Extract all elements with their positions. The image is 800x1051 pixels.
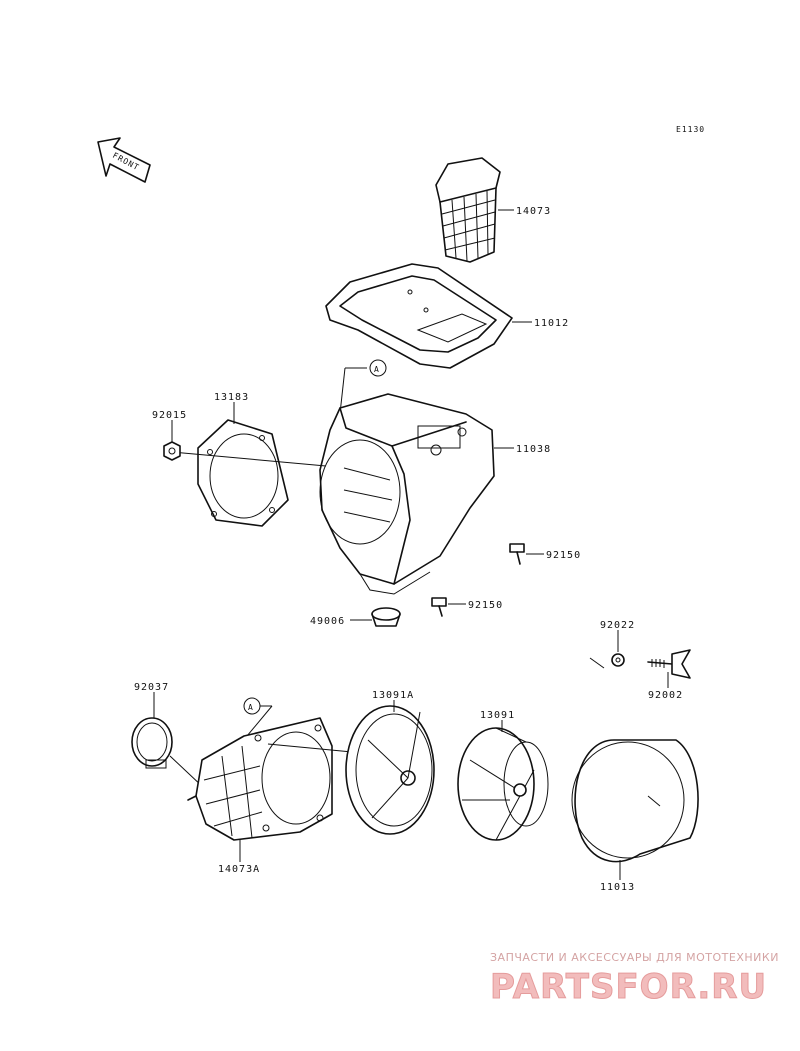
part-14073A[interactable] (187, 717, 333, 841)
label-92022: 92022 (600, 620, 635, 631)
svg-text:A: A (248, 703, 254, 712)
label-11038: 11038 (516, 444, 551, 455)
label-11012: 11012 (534, 318, 569, 329)
label-14073A: 14073A (218, 864, 260, 875)
label-11013: 11013 (600, 882, 635, 893)
part-11013[interactable] (571, 739, 699, 863)
label-13091: 13091 (480, 710, 515, 721)
part-49006[interactable] (371, 607, 401, 627)
watermark-tagline: ЗАПЧАСТИ И АКСЕССУАРЫ ДЛЯ МОТОТЕХНИКИ (490, 951, 779, 964)
part-92022[interactable] (611, 653, 625, 667)
diagram-code: E1130 (676, 125, 705, 134)
part-92037[interactable] (131, 717, 173, 769)
label-14073: 14073 (516, 206, 551, 217)
watermark-brand: PARTSFOR.RU (490, 967, 767, 1007)
label-92150-right: 92150 (546, 550, 581, 561)
part-13091[interactable] (457, 727, 549, 841)
part-92015[interactable] (163, 441, 181, 461)
part-14073[interactable] (435, 157, 501, 263)
callout-a-lower: A (243, 697, 261, 715)
label-49006: 49006 (310, 616, 345, 627)
part-13183[interactable] (197, 419, 289, 527)
partsfor-watermark: ЗАПЧАСТИ И АКСЕССУАРЫ ДЛЯ МОТОТЕХНИКИ PA… (490, 951, 779, 1008)
front-arrow-icon: FRONT (97, 137, 151, 183)
svg-text:A: A (374, 365, 380, 374)
label-92015: 92015 (152, 410, 187, 421)
part-11012[interactable] (325, 263, 513, 369)
callout-a-upper: A (369, 359, 387, 377)
label-13183: 13183 (214, 392, 249, 403)
label-92150-mid: 92150 (468, 600, 503, 611)
label-92037: 92037 (134, 682, 169, 693)
part-11038[interactable] (319, 393, 495, 595)
part-13091A[interactable] (345, 705, 435, 835)
part-92150-mid[interactable] (431, 597, 447, 617)
part-92150-right[interactable] (509, 543, 525, 565)
label-92002: 92002 (648, 690, 683, 701)
label-13091A: 13091A (372, 690, 414, 701)
part-92002[interactable] (647, 649, 691, 679)
